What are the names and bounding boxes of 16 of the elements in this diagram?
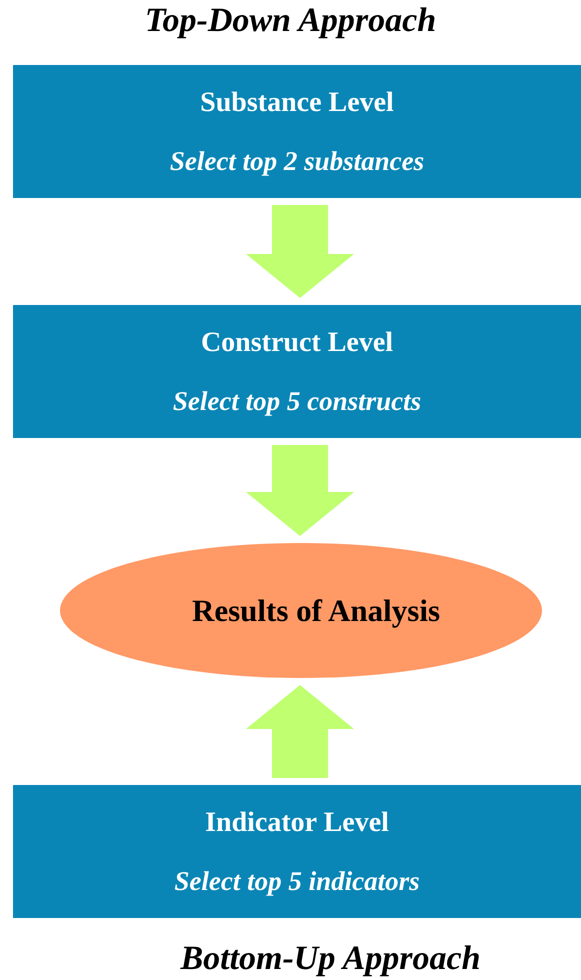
selection-note: Select top 2 substances <box>170 146 424 176</box>
heading: Top-Down Approach <box>144 2 438 40</box>
selection-note: Select top 5 constructs <box>172 386 422 416</box>
selection-note: Select top 5 indicators <box>174 866 420 896</box>
result-ellipse <box>60 543 542 678</box>
heading: Bottom-Up Approach <box>179 940 482 978</box>
level-title: Construct Level <box>200 326 394 358</box>
level-box <box>13 305 581 438</box>
level-title: Substance Level <box>200 86 394 118</box>
level-box <box>13 65 581 198</box>
level-title: Indicator Level <box>205 806 389 838</box>
block-arrow <box>246 205 354 298</box>
block-arrow <box>246 685 354 778</box>
block-arrow <box>246 445 354 536</box>
level-box <box>13 785 581 918</box>
result-label: Results of Analysis <box>192 592 440 628</box>
